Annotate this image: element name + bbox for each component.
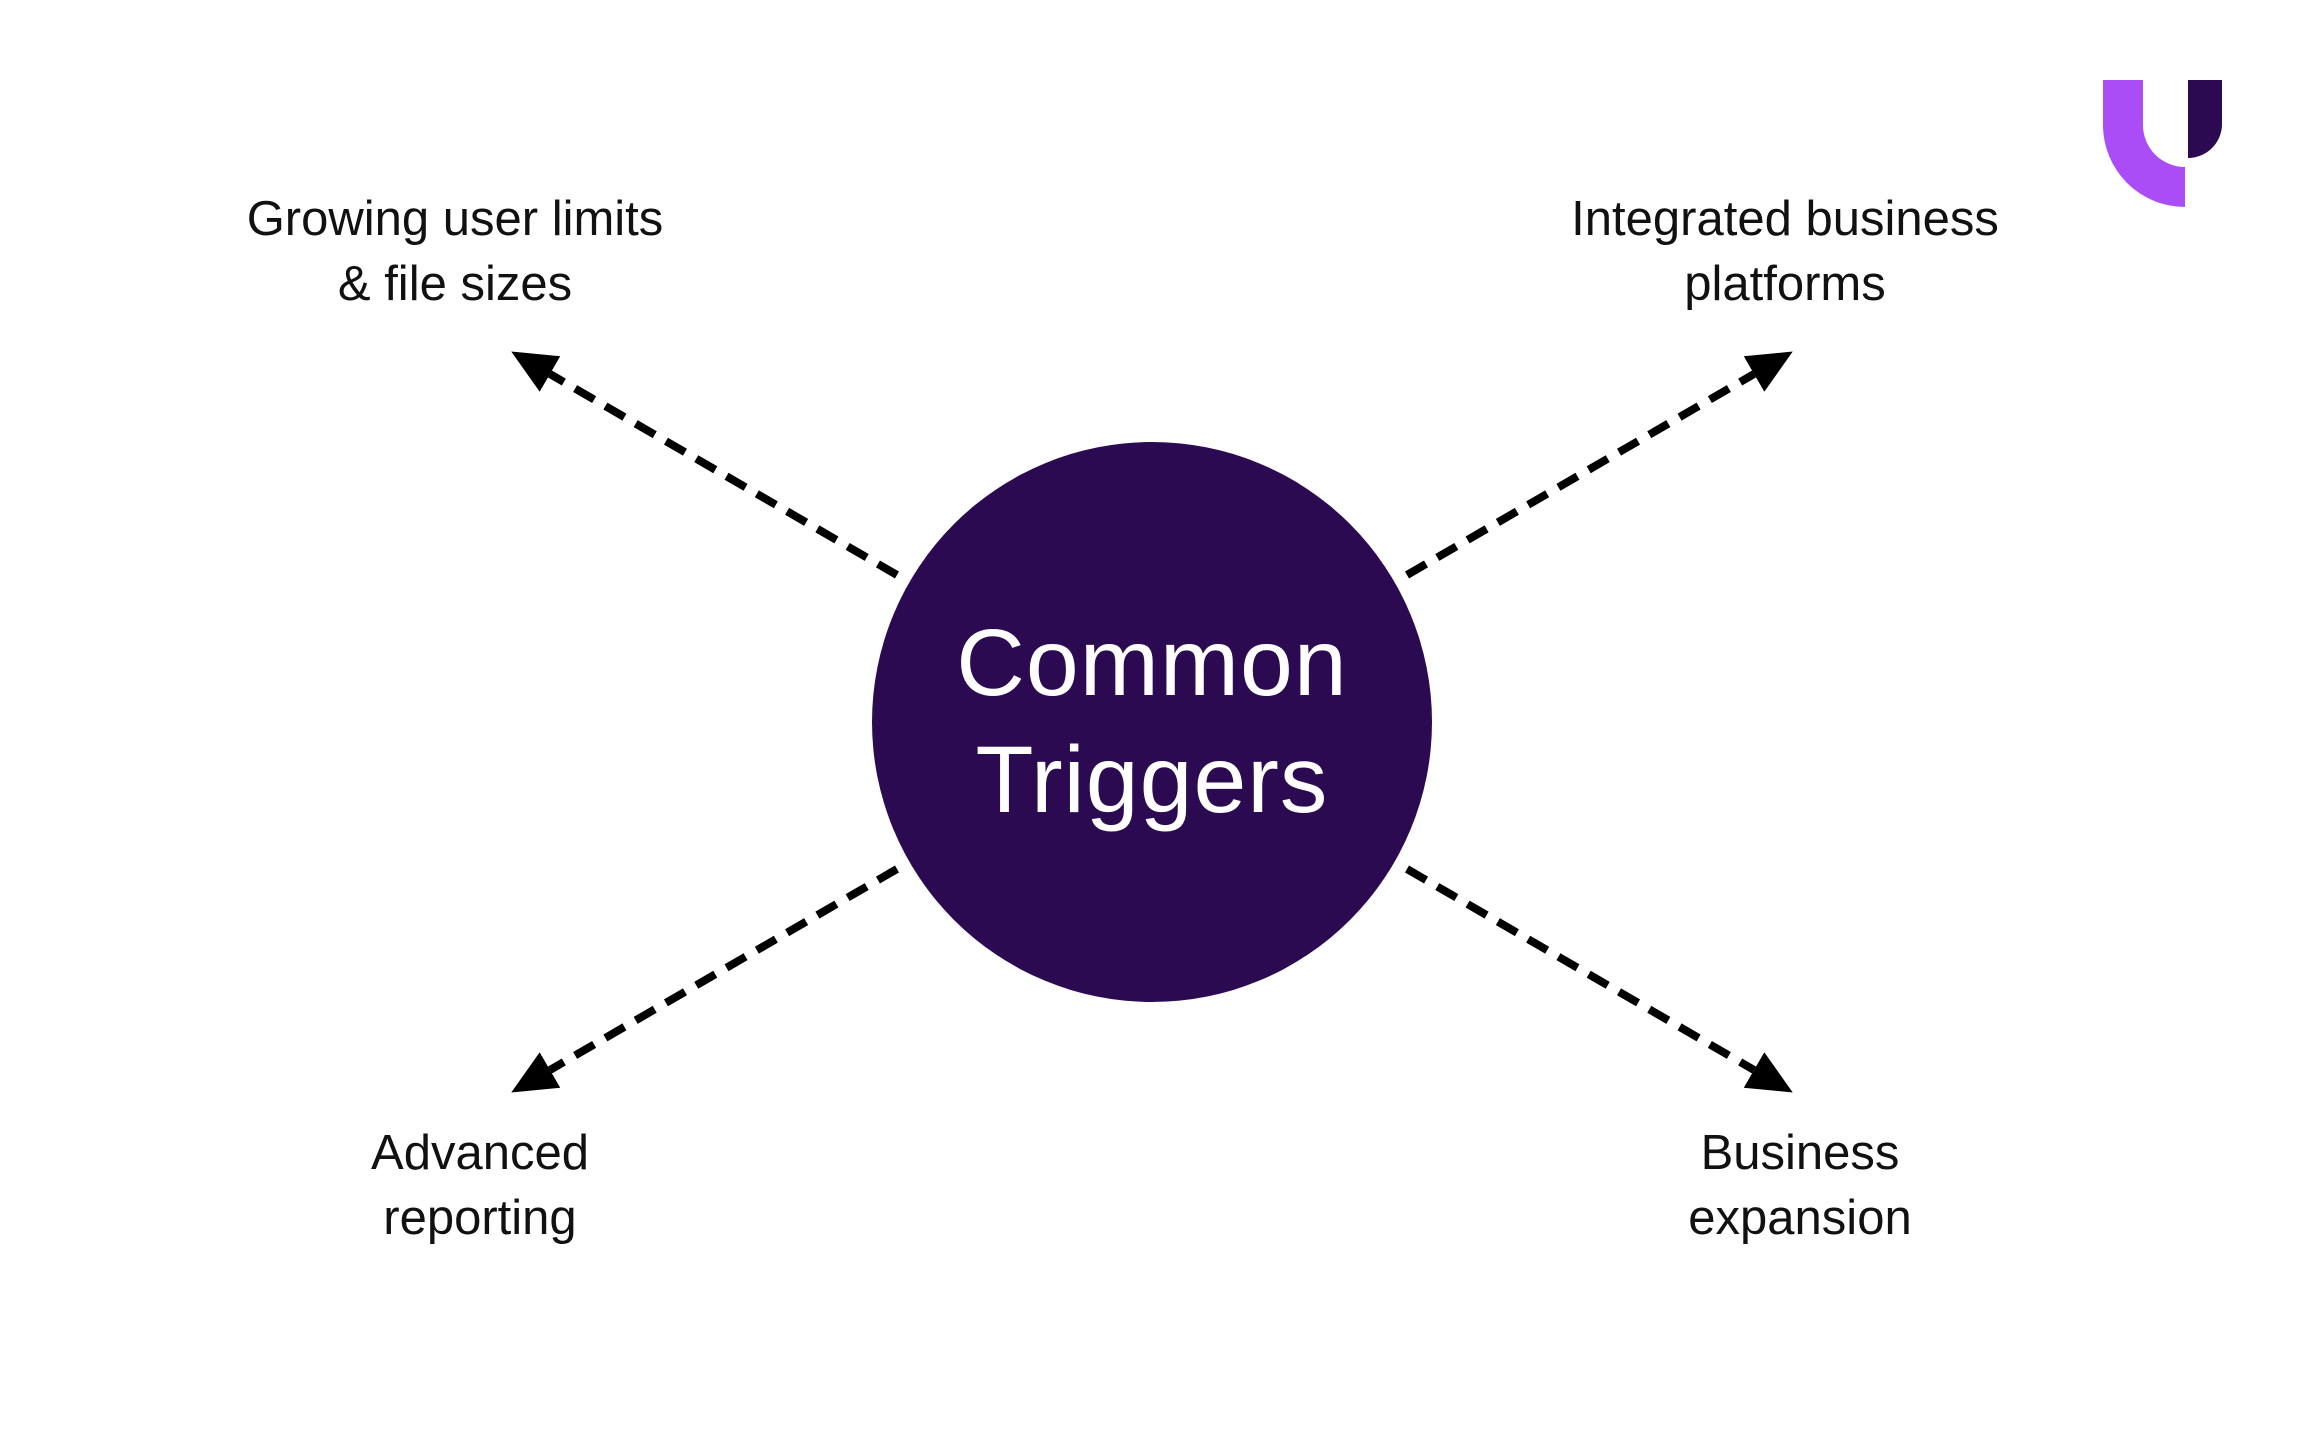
- node-label-growing-user-limits: Growing user limits & file sizes: [247, 187, 664, 317]
- dashed-arrow-bottom-left: [511, 865, 900, 1093]
- node-label-advanced-reporting: Advanced reporting: [371, 1121, 589, 1251]
- node-label-line: expansion: [1688, 1191, 1912, 1245]
- u-mark-logo-icon: [2103, 80, 2222, 207]
- dashed-arrow-top-left: [511, 351, 900, 579]
- node-label-line: Growing user limits: [246, 192, 664, 246]
- dashed-arrow-top-right: [1404, 351, 1793, 579]
- node-label-line: Business: [1700, 1126, 1900, 1180]
- dashed-arrow-bottom-right: [1404, 865, 1793, 1093]
- node-label-business-expansion: Business expansion: [1688, 1121, 1911, 1251]
- node-label-line: Integrated business: [1571, 192, 1999, 246]
- node-label-line: platforms: [1684, 257, 1886, 311]
- central-node-title-line1: Common: [956, 610, 1348, 716]
- central-node: Common Triggers: [872, 442, 1432, 1002]
- u-logo-right-half: [2188, 80, 2222, 158]
- node-label-line: Advanced: [371, 1126, 589, 1180]
- node-label-integrated-business-platforms: Integrated business platforms: [1571, 187, 1999, 317]
- node-label-line: reporting: [383, 1191, 577, 1245]
- node-label-line: & file sizes: [337, 257, 573, 311]
- u-logo-left-half: [2103, 80, 2185, 207]
- central-node-title-line2: Triggers: [975, 727, 1329, 833]
